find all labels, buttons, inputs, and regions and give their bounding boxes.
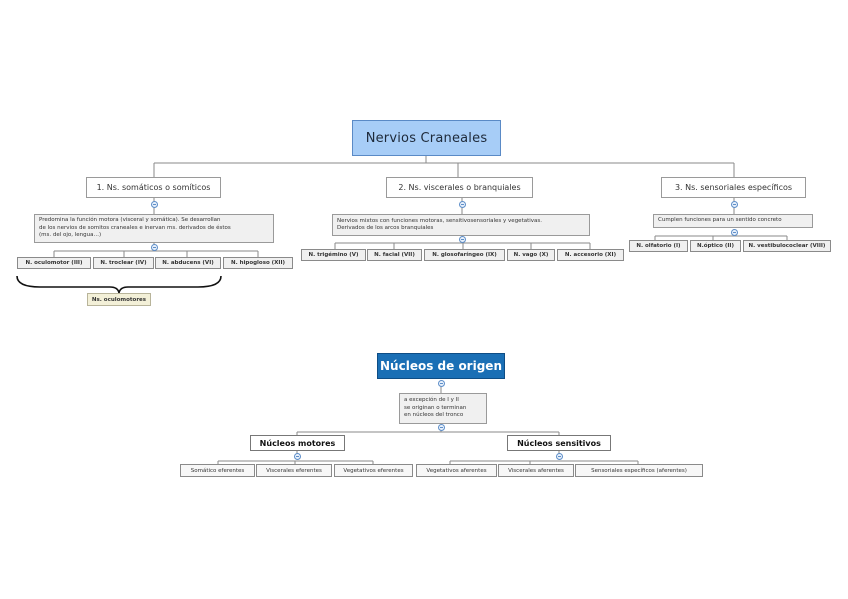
leaf-label: N. vestibulococlear (VIII) [748,243,826,249]
leaf-troclear[interactable]: N. troclear (IV) [93,257,154,269]
collapse-toggle-icon[interactable] [731,229,738,236]
note-line: a excepción de I y II [404,397,459,404]
leaf-vago[interactable]: N. vago (X) [507,249,555,261]
leaf-accesorio[interactable]: N. accesorio (XI) [557,249,624,261]
leaf-trigemino[interactable]: N. trigémino (V) [301,249,366,261]
leaf-abducens[interactable]: N. abducens (VI) [155,257,221,269]
leaf-label: N. facial (VII) [374,252,415,258]
branch-somaticos[interactable]: 1. Ns. somáticos o somíticos [86,177,221,198]
collapse-toggle-icon[interactable] [459,236,466,243]
branch-label: Núcleos motores [259,438,336,448]
leaf-viscerales-eferentes[interactable]: Viscerales eferentes [256,464,332,477]
leaf-label: Somático eferentes [190,467,245,474]
branch-label: Núcleos sensitivos [517,438,601,448]
map2-root-node[interactable]: Núcleos de origen [377,353,505,379]
branch-sensoriales[interactable]: 3. Ns. sensoriales específicos [661,177,806,198]
map1-root-label: Nervios Craneales [365,130,488,146]
branch-viscerales-label: 2. Ns. viscerales o branquiales [398,183,521,192]
leaf-label: N. troclear (IV) [100,260,147,266]
collapse-toggle-icon[interactable] [731,201,738,208]
leaf-label: N. vago (X) [513,252,549,258]
leaf-oculomotor[interactable]: N. oculomotor (III) [17,257,91,269]
brace-shape [16,275,222,294]
leaf-label: Sensoriales específicos (aferentes) [591,467,687,474]
note-line: Predomina la función motora (visceral y … [39,217,221,224]
branch-nucleos-sensitivos[interactable]: Núcleos sensitivos [507,435,611,451]
leaf-sensoriales-especificos[interactable]: Sensoriales específicos (aferentes) [575,464,703,477]
leaf-viscerales-aferentes[interactable]: Viscerales aferentes [498,464,574,477]
leaf-label: N. trigémino (V) [308,252,359,258]
leaf-label: N. glosofaríngeo (IX) [432,252,497,258]
collapse-toggle-icon[interactable] [151,201,158,208]
leaf-vestibulococlear[interactable]: N. vestibulococlear (VIII) [743,240,831,252]
note-line: Derivados de los arcos branquiales [337,225,434,231]
leaf-olfatorio[interactable]: N. olfatorio (I) [629,240,688,252]
leaf-label: N.óptico (II) [697,243,734,249]
note-line: (ms. del ojo, lengua…) [39,232,102,239]
note-viscerales[interactable]: Nervios mixtos con funciones motoras, se… [332,214,590,236]
brace-label: Ns. oculomotores [91,296,147,303]
leaf-label: Vegetativos eferentes [343,467,404,474]
note-line: en núcleos del tronco [404,412,464,419]
note-line: se originan o terminan [404,404,467,411]
leaf-optico[interactable]: N.óptico (II) [690,240,741,252]
leaf-somatico-eferentes[interactable]: Somático eferentes [180,464,255,477]
collapse-toggle-icon[interactable] [556,453,563,460]
leaf-label: Vegetativos aferentes [426,467,487,474]
leaf-label: Viscerales aferentes [508,467,564,474]
note-nucleos[interactable]: a excepción de I y II se originan o term… [399,393,487,424]
leaf-label: N. olfatorio (I) [636,243,681,249]
branch-somaticos-label: 1. Ns. somáticos o somíticos [96,183,211,192]
leaf-label: N. accesorio (XI) [564,252,617,258]
leaf-label: Viscerales eferentes [266,467,322,474]
branch-nucleos-motores[interactable]: Núcleos motores [250,435,345,451]
collapse-toggle-icon[interactable] [294,453,301,460]
map2-root-label: Núcleos de origen [380,359,502,373]
leaf-facial[interactable]: N. facial (VII) [367,249,422,261]
leaf-hipogloso[interactable]: N. hipogloso (XII) [223,257,293,269]
leaf-vegetativos-eferentes[interactable]: Vegetativos eferentes [334,464,413,477]
collapse-toggle-icon[interactable] [459,201,466,208]
branch-sensoriales-label: 3. Ns. sensoriales específicos [674,183,793,192]
branch-viscerales[interactable]: 2. Ns. viscerales o branquiales [386,177,533,198]
note-somaticos[interactable]: Predomina la función motora (visceral y … [34,214,274,243]
leaf-label: N. abducens (VI) [162,260,214,266]
leaf-label: N. hipogloso (XII) [230,260,286,266]
leaf-glosofaringeo[interactable]: N. glosofaríngeo (IX) [424,249,505,261]
collapse-toggle-icon[interactable] [151,244,158,251]
note-line: Cumplen funciones para un sentido concre… [658,217,782,224]
note-line: de los nervios de somitos craneales e in… [39,224,231,231]
note-line: Nervios mixtos con funciones motoras, se… [337,217,543,224]
leaf-label: N. oculomotor (III) [25,260,83,266]
note-sensoriales[interactable]: Cumplen funciones para un sentido concre… [653,214,813,228]
collapse-toggle-icon[interactable] [438,380,445,387]
leaf-vegetativos-aferentes[interactable]: Vegetativos aferentes [416,464,497,477]
brace-label-oculomotores[interactable]: Ns. oculomotores [87,293,151,306]
collapse-toggle-icon[interactable] [438,424,445,431]
map1-root-node[interactable]: Nervios Craneales [352,120,501,156]
